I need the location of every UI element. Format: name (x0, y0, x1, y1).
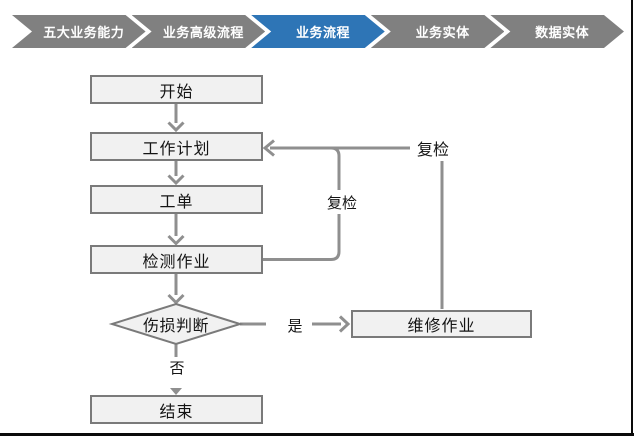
page-border-bottom (0, 433, 634, 436)
node-work-plan[interactable]: 工作计划 (90, 132, 263, 161)
node-inspection[interactable]: 检测作业 (90, 245, 263, 274)
breadcrumb-nav: 五大业务能力 业务高级流程 业务流程 业务实体 数据实体 (12, 15, 624, 48)
page-border-right (631, 0, 633, 436)
arrowhead-left-icon (262, 139, 275, 157)
damage-judgment-diamond (108, 302, 244, 346)
nav-step-high-level-process[interactable]: 业务高级流程 (132, 15, 266, 48)
node-repair[interactable]: 维修作业 (351, 310, 532, 338)
node-work-order[interactable]: 工单 (90, 185, 263, 214)
nav-step-business-entity[interactable]: 业务实体 (371, 15, 505, 48)
nav-step-five-capabilities[interactable]: 五大业务能力 (12, 15, 146, 48)
arrowhead-right-icon (338, 315, 351, 333)
nav-step-business-process[interactable]: 业务流程 (251, 15, 385, 48)
arrowhead-down-4-icon (167, 293, 185, 305)
node-start[interactable]: 开始 (90, 75, 263, 104)
edge-label-recheck-repair: 复检 (410, 135, 456, 161)
nav-step-data-entity[interactable]: 数据实体 (490, 15, 624, 48)
edge-recheck-repair-loop (270, 146, 444, 309)
edge-label-no: 否 (169, 359, 185, 377)
node-damage-judgment[interactable]: 伤损判断 (142, 318, 209, 335)
arrowhead-down-1-icon (167, 121, 185, 133)
edge-label-recheck-inspection: 复检 (322, 190, 362, 214)
node-end[interactable]: 结束 (90, 395, 263, 424)
arrowhead-down-3-icon (167, 234, 185, 246)
arrowhead-down-2-icon (167, 174, 185, 186)
edge-label-yes: 是 (287, 317, 303, 335)
arrowhead-down-small-icon (170, 388, 182, 395)
